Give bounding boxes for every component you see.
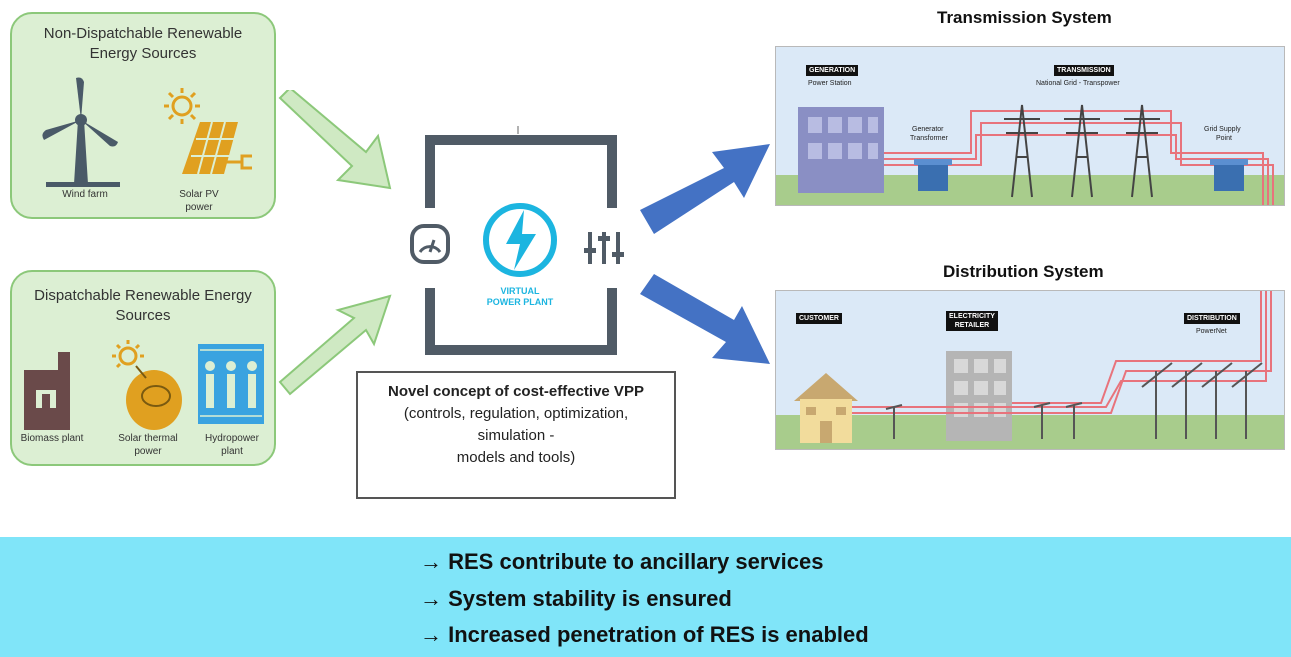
vpp-concept-title: Novel concept of cost-effective VPP — [388, 383, 644, 400]
solar-pv-icon — [164, 88, 252, 175]
vpp-concept-line3: models and tools) — [456, 449, 576, 466]
distribution-scene — [776, 291, 1284, 449]
non-dispatchable-title-line1: Non-Dispatchable Renewable — [43, 25, 243, 42]
transformer-label-line1: Generator — [912, 126, 944, 133]
solar-pv-label-line2: power — [185, 202, 213, 213]
blue-arrow-to-transmission — [640, 144, 770, 234]
distribution-panel: CUSTOMER ELECTRICITY RETAILER DISTRIBUTI… — [775, 290, 1285, 450]
retailer-tag-line2: RETAILER — [954, 322, 990, 329]
dispatchable-title-line2: Sources — [115, 307, 171, 324]
green-arrow-top — [278, 90, 392, 190]
vpp-logo-text: VIRTUAL POWER PLANT — [470, 286, 570, 308]
sliders-icon — [584, 232, 624, 264]
transmission-tag: TRANSMISSION — [1054, 65, 1114, 76]
vpp-concept-line1: (controls, regulation, optimization, — [403, 405, 629, 422]
hydropower-icon — [198, 344, 264, 424]
transformer-label-line2: Transformer — [910, 135, 948, 142]
transmission-scene — [776, 104, 1284, 205]
transmission-title: Transmission System — [937, 8, 1112, 27]
lightning-bolt-icon — [483, 203, 557, 277]
solar-thermal-icon — [112, 340, 182, 430]
non-dispatchable-sources-box: Non-Dispatchable Renewable Energy Source… — [10, 12, 276, 219]
distribution-title: Distribution System — [943, 262, 1104, 281]
vpp-concept-line2: simulation - — [477, 427, 555, 444]
vpp-frame — [425, 126, 617, 355]
solar-pv-label-line1: Solar PV — [179, 189, 219, 200]
transmission-sub: National Grid - Transpower — [1036, 80, 1120, 87]
vpp-logo-line2: POWER PLANT — [486, 297, 554, 307]
retailer-tag: ELECTRICITY RETAILER — [946, 311, 998, 331]
outcomes-banner: → RES contribute to ancillary services →… — [0, 537, 1291, 657]
transmission-panel: GENERATION Power Station Generator Trans… — [775, 46, 1285, 206]
virtual-power-plant: VIRTUAL POWER PLANT — [404, 126, 638, 362]
biomass-plant-label: Biomass plant — [20, 433, 84, 444]
grid-supply-label-line2: Point — [1216, 135, 1232, 142]
outcome-3: → Increased penetration of RES is enable… — [420, 622, 869, 647]
hydropower-label-line2: plant — [221, 446, 243, 457]
distribution-tag: DISTRIBUTION — [1184, 313, 1240, 324]
biomass-plant-icon — [24, 352, 70, 430]
vpp-logo-line1: VIRTUAL — [500, 286, 540, 296]
customer-tag: CUSTOMER — [796, 313, 842, 324]
grid-supply-label-line1: Grid Supply — [1204, 126, 1241, 133]
meter-icon — [410, 224, 450, 264]
vpp-concept-box: Novel concept of cost-effective VPP (con… — [356, 371, 676, 499]
non-dispatchable-title-line2: Energy Sources — [89, 45, 197, 62]
outcome-2: → System stability is ensured — [420, 586, 732, 611]
green-arrow-bottom — [278, 294, 392, 396]
dispatchable-title-line1: Dispatchable Renewable Energy — [34, 287, 252, 304]
retailer-tag-line1: ELECTRICITY — [949, 313, 995, 320]
blue-arrow-to-distribution — [640, 274, 770, 364]
distribution-sub: PowerNet — [1196, 328, 1227, 335]
solar-thermal-label-line1: Solar thermal — [118, 433, 178, 444]
wind-turbine-icon — [42, 77, 120, 187]
wind-farm-label: Wind farm — [62, 189, 108, 200]
generation-sub: Power Station — [808, 80, 852, 87]
hydropower-label-line1: Hydropower — [205, 433, 259, 444]
generation-tag: GENERATION — [806, 65, 859, 76]
dispatchable-sources-box: Dispatchable Renewable Energy Sources Bi… — [10, 270, 276, 466]
solar-thermal-label-line2: power — [134, 446, 162, 457]
outcome-1: → RES contribute to ancillary services — [420, 549, 824, 574]
